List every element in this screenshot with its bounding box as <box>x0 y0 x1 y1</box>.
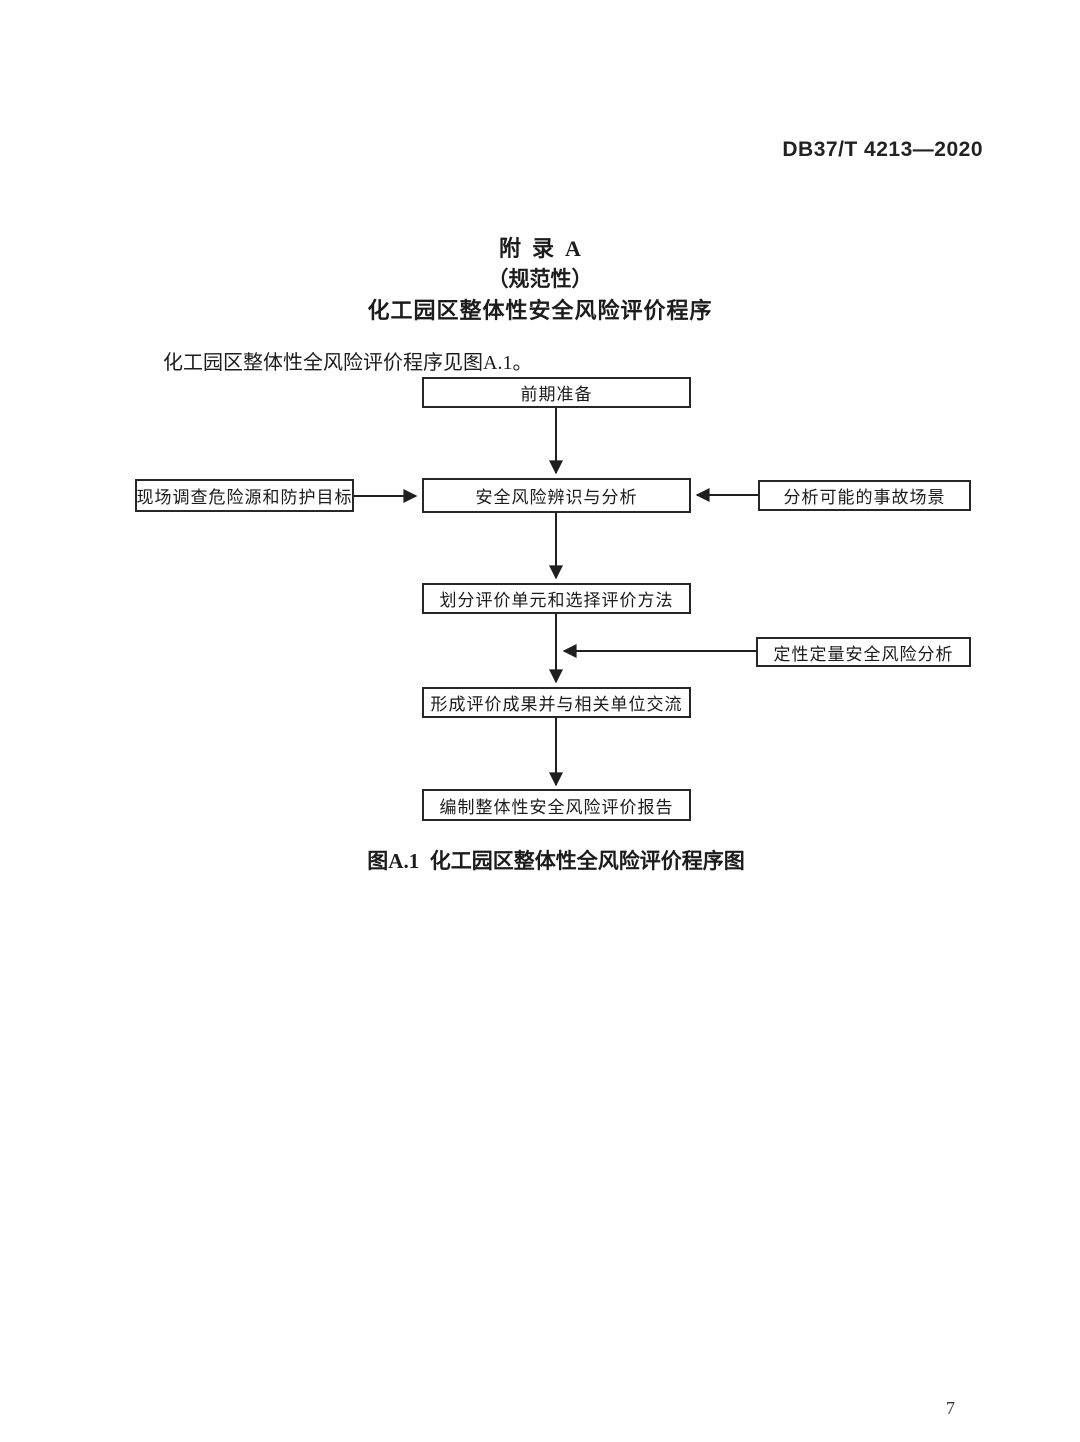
appendix-normative-label: （规范性） <box>487 267 593 291</box>
flowchart-node-risk-identification: 安全风险辨识与分析 <box>422 478 691 513</box>
flowchart-node-form-results: 形成评价成果并与相关单位交流 <box>422 687 691 718</box>
flowchart-node-compile-report: 编制整体性安全风险评价报告 <box>422 789 691 821</box>
intro-paragraph: 化工园区整体性全风险评价程序见图A.1。 <box>163 352 533 374</box>
standard-number: DB37/T 4213—2020 <box>782 138 983 161</box>
figure-caption: 图A.1 化工园区整体性全风险评价程序图 <box>367 849 745 873</box>
flowchart-node-qualitative-quantitative: 定性定量安全风险分析 <box>756 637 971 667</box>
flowchart-node-preparation: 前期准备 <box>422 377 691 408</box>
flowchart-node-site-survey: 现场调查危险源和防护目标 <box>135 479 354 512</box>
appendix-subject-title: 化工园区整体性安全风险评价程序 <box>367 298 713 323</box>
flowchart-node-unit-division: 划分评价单元和选择评价方法 <box>422 583 691 614</box>
appendix-title: 附 录 A <box>499 236 581 261</box>
flowchart-node-accident-scenarios: 分析可能的事故场景 <box>758 480 971 511</box>
page-number: 7 <box>946 1398 955 1418</box>
